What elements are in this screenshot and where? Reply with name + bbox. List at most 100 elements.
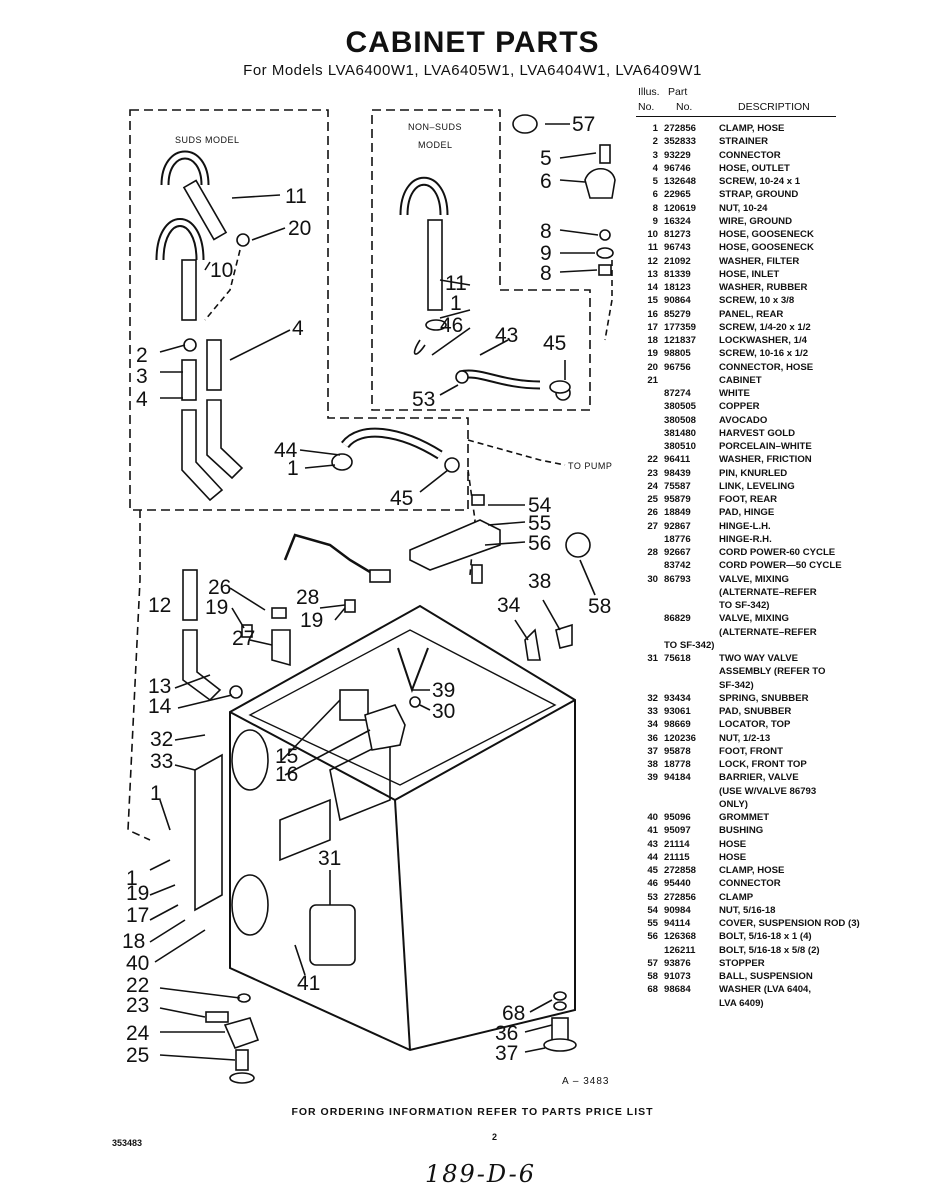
callout-11: 11 — [285, 185, 307, 208]
description-cell: LOCK, FRONT TOP — [719, 759, 807, 770]
header-description: DESCRIPTION — [738, 101, 810, 113]
illus-no-cell: 57 — [647, 957, 658, 969]
description-cell: VALVE, MIXING — [719, 613, 790, 625]
description-cell: NUT, 5/16-18 — [719, 904, 776, 916]
description-cell: COPPER — [719, 401, 760, 413]
illus-no-cell: 38 — [647, 759, 658, 770]
callout-19: 19 — [300, 609, 323, 632]
part-no-cell — [664, 599, 719, 612]
parts-row: 23 98439 PIN, KNURLED — [636, 467, 936, 480]
part-no-cell: 352833 — [664, 136, 697, 148]
part-no-cell: 21092 — [664, 255, 691, 267]
description-cell: BOLT, 5/16-18 x 5/8 (2) — [719, 944, 820, 956]
to-pump-label: TO PUMP — [568, 461, 612, 471]
description-cell: WASHER, RUBBER — [719, 282, 808, 293]
description-cell: (ALTERNATE–REFER — [719, 586, 817, 598]
illus-no-cell: 43 — [647, 838, 658, 850]
description-cell: TWO WAY VALVE — [719, 653, 799, 664]
part-no-cell: 94114 — [664, 918, 691, 929]
illus-no-cell: 1 — [652, 123, 658, 134]
description-cell: SCREW, 1/4-20 x 1/2 — [719, 321, 811, 333]
illus-no-cell: 27 — [647, 520, 658, 532]
illus-no-cell: 23 — [647, 467, 658, 479]
illus-no-cell — [636, 639, 664, 652]
callout-45: 45 — [390, 487, 413, 510]
illus-no-cell: 15 — [647, 295, 658, 307]
illus-no-cell: 16 — [647, 308, 658, 320]
illus-no-cell: 37 — [647, 745, 658, 757]
description-cell: LOCKWASHER, 1/4 — [719, 335, 807, 346]
callout-10: 10 — [210, 259, 233, 282]
description-cell: FOOT, REAR — [719, 494, 778, 505]
parts-row: 57 93876 STOPPER — [636, 957, 936, 970]
suds-model-label: SUDS MODEL — [175, 135, 240, 145]
illus-no-cell: 36 — [647, 732, 658, 744]
part-no-cell: 95097 — [664, 825, 691, 837]
illus-no-cell: 25 — [647, 494, 658, 505]
callout-57: 57 — [572, 113, 595, 136]
part-no-cell: 93876 — [664, 957, 691, 969]
part-no-cell: 75618 — [664, 653, 691, 664]
part-no-cell: 81339 — [664, 268, 691, 280]
callout-11: 11 — [445, 272, 467, 295]
part-no-cell: 96756 — [664, 361, 691, 373]
part-no-cell: 272856 — [664, 891, 697, 903]
description-cell: PIN, KNURLED — [719, 467, 788, 479]
illus-no-cell — [636, 798, 664, 811]
description-cell: STRAINER — [719, 136, 769, 148]
part-no-cell: 21115 — [664, 851, 690, 863]
illus-no-cell: 12 — [647, 255, 658, 267]
illus-no-cell — [636, 626, 664, 639]
illus-no-cell: 14 — [647, 282, 658, 293]
callout-1: 1 — [150, 782, 162, 805]
part-no-cell: 83742 — [664, 560, 691, 572]
part-no-cell: 18849 — [664, 507, 691, 519]
callout-1: 1 — [450, 292, 462, 315]
part-no-cell: 93434 — [664, 692, 691, 704]
callout-34: 34 — [497, 594, 521, 617]
illus-no-cell: 44 — [647, 851, 658, 863]
part-no-cell: 272858 — [664, 865, 697, 876]
callout-16: 16 — [275, 763, 298, 786]
part-no-cell: 98439 — [664, 467, 691, 479]
callout-32: 32 — [150, 728, 173, 751]
illus-no-cell: 6 — [652, 189, 658, 201]
description-cell: STOPPER — [719, 957, 765, 969]
part-no-cell: 98805 — [664, 348, 691, 360]
callout-36: 36 — [495, 1022, 518, 1045]
part-no-cell: 75587 — [664, 480, 691, 492]
description-cell: WASHER, FRICTION — [719, 454, 812, 466]
part-no-cell: 81273 — [664, 229, 691, 240]
callout-6: 6 — [540, 170, 552, 193]
illus-no-cell — [636, 427, 664, 440]
description-cell: TO SF-342) — [719, 600, 770, 611]
description-cell: HINGE-R.H. — [719, 533, 772, 545]
illus-no-cell: 24 — [647, 480, 658, 492]
non-suds-label-line2: MODEL — [418, 140, 453, 150]
callout-53: 53 — [412, 388, 435, 411]
handwritten-note: 189-D-6 — [425, 1160, 536, 1188]
illus-no-cell — [636, 559, 664, 572]
description-cell: CLAMP, HOSE — [719, 865, 785, 876]
parts-row: (ALTERNATE–REFER — [636, 586, 936, 599]
callout-27: 27 — [232, 627, 255, 650]
